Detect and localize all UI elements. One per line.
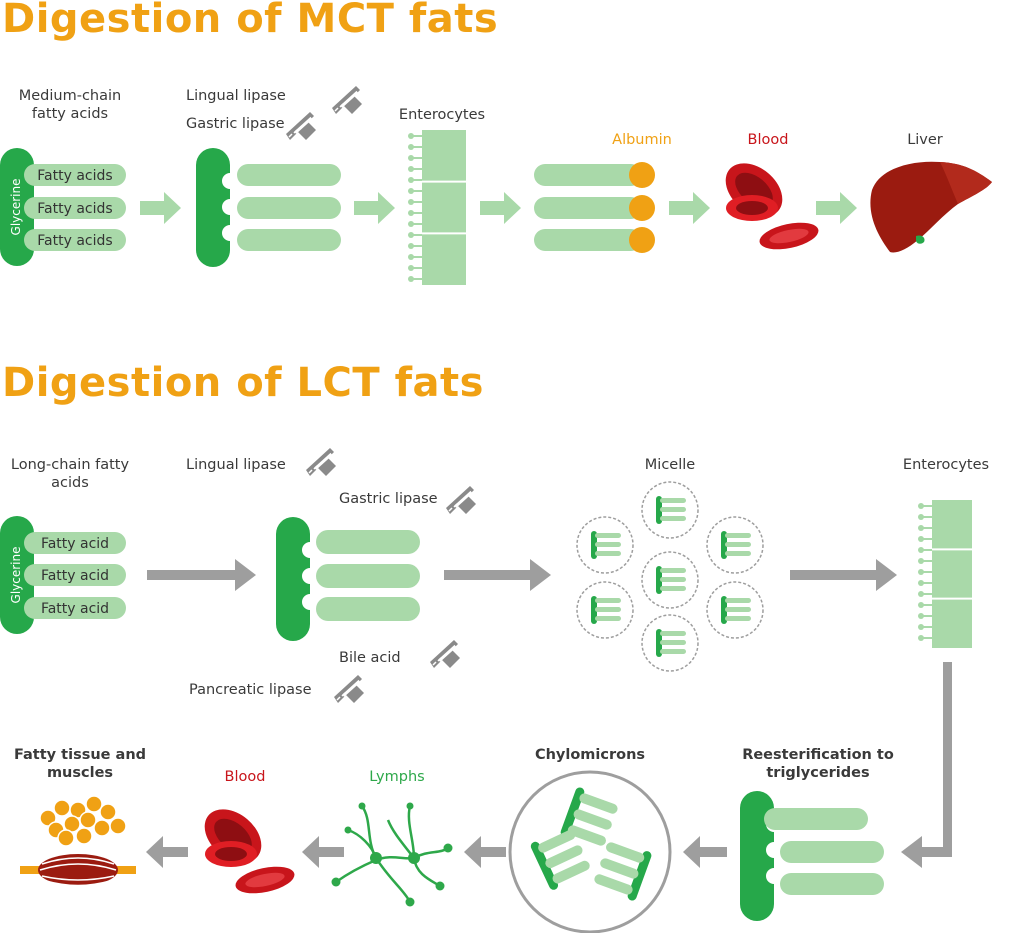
mct-source-text: Medium-chain fatty acids: [18, 88, 122, 122]
lct-fatty-acid-label: Fatty acid: [41, 536, 109, 552]
mct-arrow: [816, 192, 857, 224]
lct-gastric-lipase-label: Gastric lipase: [339, 491, 438, 507]
mct-albumin-label: Albumin: [612, 132, 672, 148]
lct-reesterification-label: Reesterification to triglycerides: [736, 746, 900, 782]
lct-arrow: [683, 836, 727, 868]
mct-fatty-acid-label: Fatty acids: [37, 201, 112, 217]
lct-reesterification-text: Reesterification to triglycerides: [742, 747, 894, 781]
saw-icon: [333, 674, 365, 704]
lct-blood-cells-icon: [204, 809, 295, 894]
lct-chylomicrons-label: Chylomicrons: [534, 747, 646, 763]
lct-triglyceride: [740, 791, 884, 921]
lct-enterocytes-icon: [918, 500, 972, 648]
mct-blood-cells-icon: [725, 163, 819, 250]
liver-icon: [870, 161, 992, 253]
lct-lymphs-label: Lymphs: [369, 769, 425, 785]
mct-title: Digestion of MCT fats: [2, 0, 499, 42]
mct-fatty-acid-label: Fatty acids: [37, 168, 112, 184]
mct-arrow: [669, 192, 710, 224]
lct-fatty-tissue-text: Fatty tissue and muscles: [13, 747, 147, 781]
lct-fatty-acid-label: Fatty acid: [41, 601, 109, 617]
mct-arrow: [140, 192, 181, 224]
lymphs-network-icon: [331, 802, 453, 907]
mct-source-label: Medium-chain fatty acids: [10, 87, 130, 123]
lct-fatty-acid-label: Fatty acid: [41, 568, 109, 584]
mct-fatty-acid-label: Fatty acids: [37, 233, 112, 249]
mct-arrow: [480, 192, 521, 224]
mct-arrow: [354, 192, 395, 224]
mct-enterocytes-icon: [408, 130, 466, 285]
mct-lingual-lipase-label: Lingual lipase: [186, 88, 286, 104]
mct-enterocytes-label: Enterocytes: [398, 107, 486, 123]
micelles-icon: [576, 481, 764, 672]
lct-arrow: [444, 559, 551, 591]
lct-arrow: [790, 559, 897, 591]
lct-arrow: [464, 836, 506, 868]
lct-bile-acid-label: Bile acid: [339, 650, 401, 666]
mct-albumin-complex: [534, 162, 655, 253]
mct-glycerine-label: Glycerine: [9, 179, 23, 236]
saw-icon: [331, 85, 363, 115]
mct-liver-label: Liver: [907, 132, 943, 148]
mct-blood-label: Blood: [747, 132, 789, 148]
lct-blood-label: Blood: [224, 769, 266, 785]
mct-source-molecule: Glycerine Fatty acids Fatty acids Fatty …: [0, 148, 126, 266]
saw-icon: [429, 639, 461, 669]
lct-arrow: [146, 836, 188, 868]
lct-micelle-label: Micelle: [644, 457, 696, 473]
lct-source-molecule: Glycerine Fatty acid Fatty acid Fatty ac…: [0, 516, 126, 634]
lct-arrow: [147, 559, 256, 591]
mct-gastric-lipase-label: Gastric lipase: [186, 116, 285, 132]
lct-glycerine-label: Glycerine: [9, 547, 23, 604]
lct-lingual-lipase-label: Lingual lipase: [186, 457, 286, 473]
lct-fatty-tissue-label: Fatty tissue and muscles: [10, 746, 150, 782]
lct-split-molecule: [276, 517, 420, 641]
mct-split-molecule: [196, 148, 341, 267]
lct-pancreatic-lipase-label: Pancreatic lipase: [189, 682, 312, 698]
saw-icon: [305, 447, 337, 477]
muscle-icon: [20, 854, 136, 887]
lct-source-label: Long-chain fatty acids: [10, 456, 130, 492]
saw-icon: [445, 485, 477, 515]
fat-cells-icon: [39, 795, 127, 847]
lct-arrow: [901, 662, 952, 868]
lct-arrow: [302, 836, 344, 868]
lct-source-text: Long-chain fatty acids: [10, 457, 130, 491]
saw-icon: [285, 111, 317, 141]
chylomicron-icon: [508, 770, 672, 933]
lct-title: Digestion of LCT fats: [2, 360, 484, 406]
lct-enterocytes-label: Enterocytes: [902, 457, 990, 473]
